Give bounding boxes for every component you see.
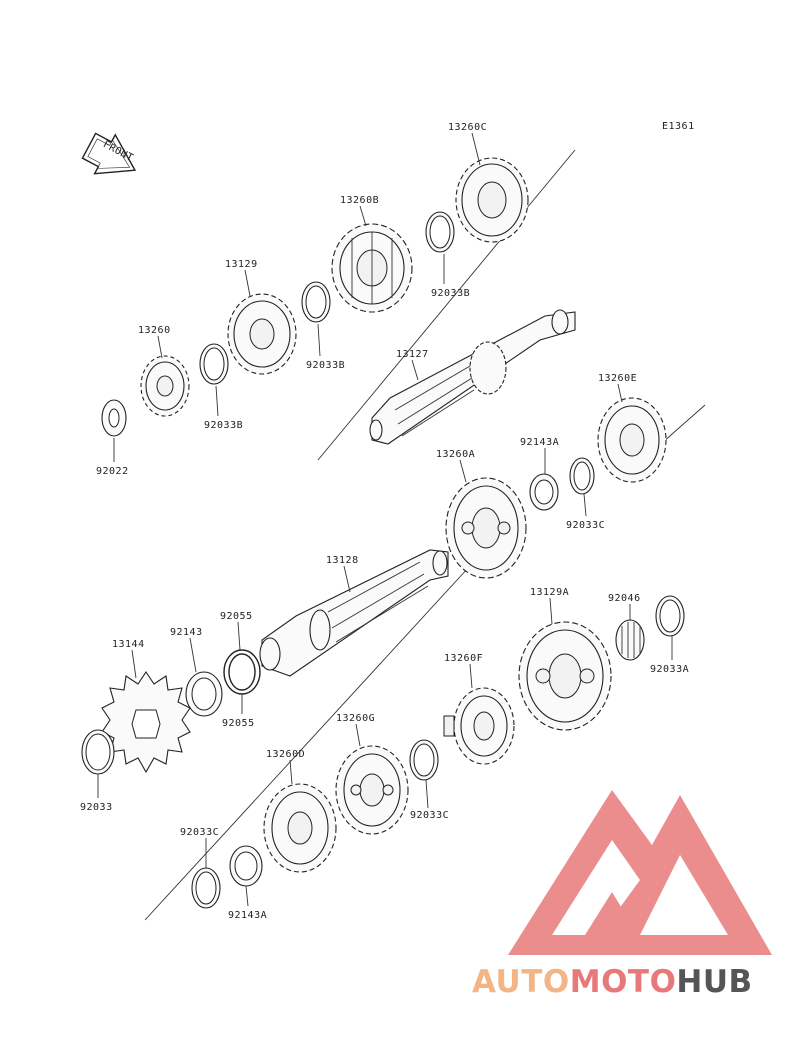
label-13260: 13260 xyxy=(138,325,171,336)
gear-13260C xyxy=(455,157,529,243)
label-13260F: 13260F xyxy=(444,653,483,664)
part-labels: 13260C 13260B 13129 13260 92033B 92033B … xyxy=(80,122,689,921)
label-92022: 92022 xyxy=(96,466,129,477)
ring-92033A xyxy=(655,595,685,637)
ring-92033C-right xyxy=(569,457,595,495)
label-92033C-bottom: 92033C xyxy=(180,827,219,838)
ring-92033C-middle xyxy=(409,739,439,781)
ring-92033B-top xyxy=(425,211,455,253)
watermark-auto: AUTO xyxy=(472,964,570,1000)
label-13128: 13128 xyxy=(326,555,359,566)
label-92046: 92046 xyxy=(608,593,641,604)
bearing-92046 xyxy=(615,619,645,661)
gear-13260D xyxy=(263,783,337,873)
label-92033B-top: 92033B xyxy=(431,288,470,299)
label-13129: 13129 xyxy=(225,259,258,270)
label-13129A: 13129A xyxy=(530,587,569,598)
label-92055-bottom: 92055 xyxy=(222,718,255,729)
label-92143A-bottom: 92143A xyxy=(228,910,267,921)
gear-13129 xyxy=(227,293,297,375)
gear-13129A xyxy=(518,621,612,731)
washer-92022 xyxy=(101,399,127,437)
label-13260G: 13260G xyxy=(336,713,375,724)
sprocket-13144 xyxy=(101,671,191,774)
automotohub-logo-icon xyxy=(508,790,772,955)
label-92033A: 92033A xyxy=(650,664,689,675)
gear-13260A xyxy=(445,477,527,579)
label-92033B-middle: 92033B xyxy=(306,360,345,371)
bushing-92143 xyxy=(185,671,223,717)
lower-axis-line xyxy=(144,554,481,921)
shaft-13127 xyxy=(369,309,576,445)
o-ring-92055 xyxy=(223,649,261,695)
label-92143A-top: 92143A xyxy=(520,437,559,448)
watermark-hub: HUB xyxy=(676,964,752,1000)
gear-13260G xyxy=(335,745,409,835)
label-92143: 92143 xyxy=(170,627,203,638)
gear-13260F xyxy=(443,687,515,765)
diagram-code: E1361 xyxy=(662,121,695,132)
label-13127: 13127 xyxy=(396,349,429,360)
bushing-92143A-bottom xyxy=(229,845,263,887)
label-13260B: 13260B xyxy=(340,195,379,206)
label-13260A: 13260A xyxy=(436,449,475,460)
front-arrow-icon xyxy=(81,132,137,175)
label-92033: 92033 xyxy=(80,802,113,813)
label-92033C-right: 92033C xyxy=(566,520,605,531)
ring-92033C-bottom xyxy=(191,867,221,909)
ring-92033 xyxy=(81,729,115,775)
gear-13260E xyxy=(597,397,667,483)
ring-92033B-middle xyxy=(301,281,331,323)
label-92033C-middle: 92033C xyxy=(410,810,449,821)
upper-axis-line xyxy=(317,149,576,461)
bushing-92143A-top xyxy=(529,473,559,511)
leader-lines xyxy=(97,132,673,907)
ring-92033B-left xyxy=(199,343,229,385)
gear-13260 xyxy=(140,355,190,417)
label-92055-top: 92055 xyxy=(220,611,253,622)
watermark-moto: MOTO xyxy=(570,964,677,1000)
label-92033B-left: 92033B xyxy=(204,420,243,431)
watermark-text: AUTOMOTOHUB xyxy=(472,964,753,1000)
label-13144: 13144 xyxy=(112,639,145,650)
label-13260E: 13260E xyxy=(598,373,637,384)
label-13260D: 13260D xyxy=(266,749,305,760)
label-13260C: 13260C xyxy=(448,122,487,133)
gear-13260B xyxy=(331,223,413,313)
shaft-13128 xyxy=(259,549,449,677)
